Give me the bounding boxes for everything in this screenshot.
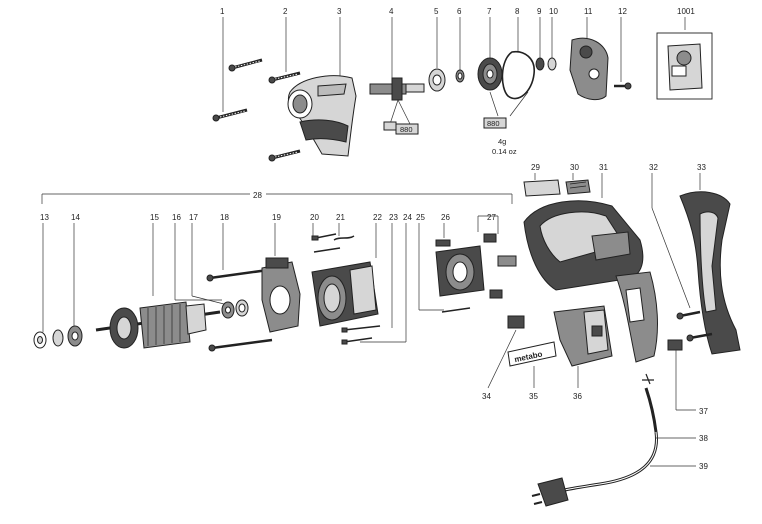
- part-36-switch-housing: [553, 305, 613, 388]
- part-11-gear-plate: [569, 37, 609, 101]
- part-26-connector: [435, 239, 451, 247]
- label-part-11: 11: [584, 7, 593, 16]
- label-part-26: 26: [441, 213, 450, 222]
- part-18-screws: [206, 268, 273, 352]
- label-part-27: 27: [487, 213, 496, 222]
- label-part-10: 10: [549, 7, 558, 16]
- label-part-3: 3: [337, 7, 342, 16]
- label-part-24: 24: [403, 213, 412, 222]
- grease-amount-grams: 4g: [498, 137, 506, 146]
- cord-leader-lines: [650, 437, 696, 467]
- part-6-ring: [455, 69, 465, 83]
- part-34-switch: [487, 315, 525, 389]
- label-part-21: 21: [336, 213, 345, 222]
- part-31-motor-housing: [523, 200, 658, 363]
- part-16-bearing: [221, 301, 235, 319]
- part-35-brand-plate: metabo: [507, 341, 557, 388]
- part-37-cable-clamp: [667, 339, 683, 410]
- part-20-wires: [311, 233, 341, 253]
- label-part-12: 12: [618, 7, 627, 16]
- part-19-bearing-plate: [261, 257, 301, 333]
- label-part-2: 2: [283, 7, 288, 16]
- label-part-17: 17: [189, 213, 198, 222]
- label-part-39: 39: [699, 462, 708, 471]
- part-4-spindle: 880: [369, 77, 425, 135]
- part-10-washer: [547, 57, 557, 71]
- label-part-22: 22: [373, 213, 382, 222]
- part-3-gear-housing: [287, 75, 357, 157]
- part-17-bearing: [235, 299, 249, 317]
- label-part-34: 34: [482, 392, 491, 401]
- label-part-4: 4: [389, 7, 394, 16]
- label-part-18: 18: [220, 213, 229, 222]
- part-13-washer: [33, 331, 47, 349]
- label-part-7: 7: [487, 7, 492, 16]
- part-14-bearing: [67, 325, 83, 347]
- label-part-35: 35: [529, 392, 538, 401]
- label-part-16: 16: [172, 213, 181, 222]
- part-39-power-cord: [531, 431, 658, 507]
- label-part-19: 19: [272, 213, 281, 222]
- label-part-1001: 1001: [677, 7, 695, 16]
- part-1001-inset: [656, 32, 713, 100]
- part-7-gear: [477, 57, 503, 91]
- label-part-6: 6: [457, 7, 462, 16]
- part-30-vent-plate: [565, 179, 591, 195]
- part-25-brush-holder: [435, 245, 485, 313]
- label-part-15: 15: [150, 213, 159, 222]
- part-22-field-stator: [311, 261, 379, 327]
- label-part-23: 23: [389, 213, 398, 222]
- part-15-armature: [95, 301, 221, 349]
- grease-tube-label-b: 880: [487, 119, 500, 128]
- second-row-leader-lines: [42, 215, 499, 343]
- label-part-36: 36: [573, 392, 582, 401]
- top-leader-lines: [222, 17, 686, 112]
- label-part-31: 31: [599, 163, 608, 172]
- part-12-screw: [614, 82, 632, 90]
- upper-right-leader-lines: [534, 173, 701, 309]
- part-2-screws: [228, 58, 301, 162]
- part-33-handle-shell: [679, 191, 741, 355]
- part-13b-washer: [52, 329, 64, 347]
- label-part-33: 33: [697, 163, 706, 172]
- part-21-spring: [333, 235, 355, 241]
- part-1-screw: [212, 108, 248, 122]
- part-5-bearing: [428, 68, 446, 92]
- label-part-20: 20: [310, 213, 319, 222]
- label-part-1: 1: [220, 7, 225, 16]
- label-part-32: 32: [649, 163, 658, 172]
- part-27-carbon-brushes: [483, 233, 517, 299]
- label-part-9: 9: [537, 7, 542, 16]
- label-part-8: 8: [515, 7, 520, 16]
- label-part-37: 37: [699, 407, 708, 416]
- label-part-14: 14: [71, 213, 80, 222]
- part-9-washer: [535, 57, 545, 71]
- label-part-38: 38: [699, 434, 708, 443]
- part-23-wire: [341, 325, 381, 333]
- part-32-screws: [676, 310, 713, 342]
- part-8-oring: [501, 50, 535, 100]
- grease-tube: 880 4g 0.14 oz: [483, 91, 529, 156]
- label-part-28: 28: [253, 191, 262, 200]
- label-part-25: 25: [416, 213, 425, 222]
- label-part-13: 13: [40, 213, 49, 222]
- part-24-wire: [341, 337, 373, 345]
- part-29-label-plate: [523, 179, 561, 197]
- label-part-29: 29: [531, 163, 540, 172]
- label-part-5: 5: [434, 7, 439, 16]
- grease-tube-label-a: 880: [400, 125, 413, 134]
- part-38-cable-sleeve: [642, 373, 658, 433]
- grease-amount-ounces: 0.14 oz: [492, 147, 517, 156]
- label-part-30: 30: [570, 163, 579, 172]
- leader-28-bracket: [41, 193, 513, 204]
